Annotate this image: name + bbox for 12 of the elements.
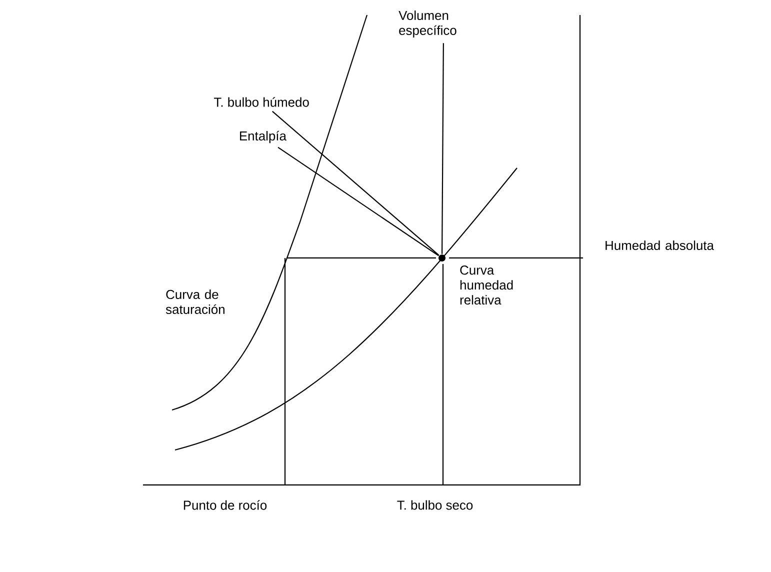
axis-label: Punto de rocío (184, 500, 267, 510)
leader-label: Volumen específico (398, 10, 456, 38)
axis-label: T. bulbo seco (397, 500, 473, 510)
axis-label: Humedad absoluta (606, 240, 714, 250)
leader-line (441, 43, 444, 254)
leader-line (278, 146, 439, 256)
leader-label: T. bulbo húmedo (214, 97, 309, 107)
axis-label: Curva de saturación (166, 290, 224, 314)
leader-label: Entalpía (240, 130, 286, 144)
state-point (438, 254, 446, 262)
leader-line (272, 110, 440, 256)
axis-label: Curva humedad relativa (460, 266, 513, 305)
